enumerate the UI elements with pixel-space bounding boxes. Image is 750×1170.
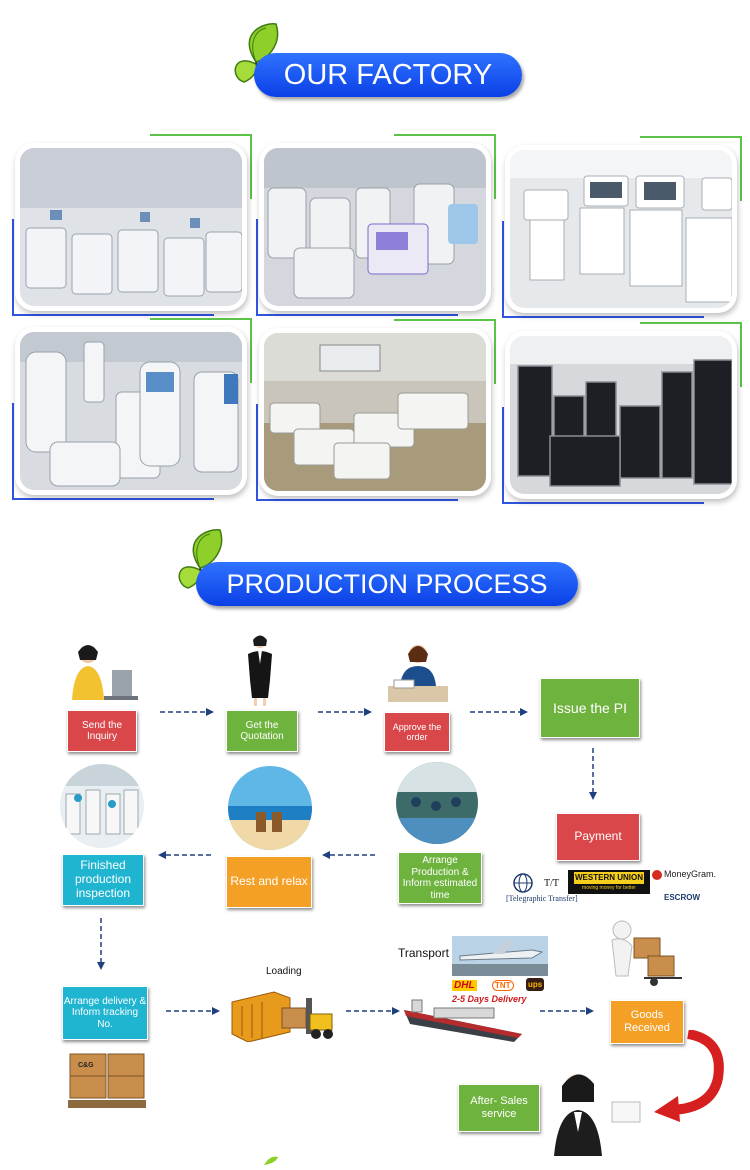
- factory-photo-5: [256, 319, 496, 501]
- arrow-icon: [166, 1002, 220, 1015]
- arrow-icon: [470, 703, 528, 716]
- step-payment: Payment: [556, 813, 640, 861]
- dhl-logo: DHL: [452, 980, 477, 991]
- arrow-icon: [346, 1002, 400, 1015]
- container-forklift-illustration: [230, 984, 334, 1043]
- moneygram-logo: MoneyGram.: [664, 869, 717, 879]
- factory-photo-3: [502, 136, 742, 318]
- loading-label: Loading: [266, 966, 302, 977]
- delivery-days-label: 2-5 Days Delivery: [452, 994, 527, 1004]
- western-union-logo: WESTERN UNION moving money for better: [568, 870, 650, 894]
- arrow-icon: [540, 1002, 594, 1015]
- arrow-down-icon: [589, 748, 597, 800]
- step-after-sales: After- Sales service: [458, 1084, 540, 1132]
- factory-photo-1: [12, 134, 252, 316]
- step-finished-inspection: Finished production inspection: [62, 854, 144, 906]
- step-arrange-production: Arrange Production & Inform estimated ti…: [398, 852, 482, 904]
- step-send-inquiry: Send the Inquiry: [67, 710, 137, 752]
- transport-label: Transport: [398, 946, 449, 960]
- telegraphic-transfer-label: [Telegraphic Transfer]: [506, 894, 578, 903]
- delivery-person-illustration: [598, 916, 690, 988]
- factory-photo-4: [12, 318, 252, 500]
- western-union-tag: moving money for better: [582, 885, 636, 891]
- process-title: PRODUCTION PROCESS: [196, 562, 578, 606]
- arrow-icon: [318, 703, 372, 716]
- tnt-logo: TNT: [492, 980, 514, 991]
- carton-mark: C&G: [78, 1062, 94, 1069]
- arrow-icon: [160, 703, 214, 716]
- arrow-down-icon: [97, 918, 105, 970]
- production-line-photo: [396, 762, 478, 844]
- arrow-left-icon: [322, 846, 376, 859]
- customer-service-illustration: [66, 640, 138, 706]
- moneygram-icon: [652, 870, 662, 880]
- businesswoman-illustration: [240, 634, 280, 706]
- support-agent-photo: [548, 1062, 644, 1156]
- step-issue-pi: Issue the PI: [540, 678, 640, 738]
- escrow-logo: ESCROW: [664, 893, 700, 902]
- factory-photo-6: [502, 322, 742, 504]
- arrow-left-icon: [158, 846, 212, 859]
- beach-photo: [228, 766, 312, 850]
- western-union-text: WESTERN UNION: [574, 872, 644, 884]
- courier-logos: DHL TNT ups: [452, 978, 548, 1000]
- inspection-photo: [60, 764, 144, 848]
- step-rest-relax: Rest and relax: [226, 856, 312, 908]
- step-approve-order: Approve the order: [384, 712, 450, 752]
- globe-icon: [512, 872, 534, 894]
- step-goods-received: Goods Received: [610, 1000, 684, 1044]
- cartons-illustration: C&G: [64, 1044, 150, 1114]
- ups-logo: ups: [526, 978, 545, 991]
- factory-photo-2: [256, 134, 496, 316]
- factory-title: OUR FACTORY: [254, 53, 522, 97]
- curved-arrow-icon: [648, 1029, 724, 1122]
- tt-label: T/T: [544, 878, 559, 889]
- office-worker-illustration: [386, 640, 450, 706]
- butterfly-icon: [258, 1152, 284, 1165]
- cargo-ship-illustration: [404, 984, 524, 1042]
- step-get-quotation: Get the Quotation: [226, 710, 298, 752]
- step-arrange-delivery: Arrange delivery & Inform tracking No.: [62, 986, 148, 1040]
- airplane-photo: [452, 936, 548, 976]
